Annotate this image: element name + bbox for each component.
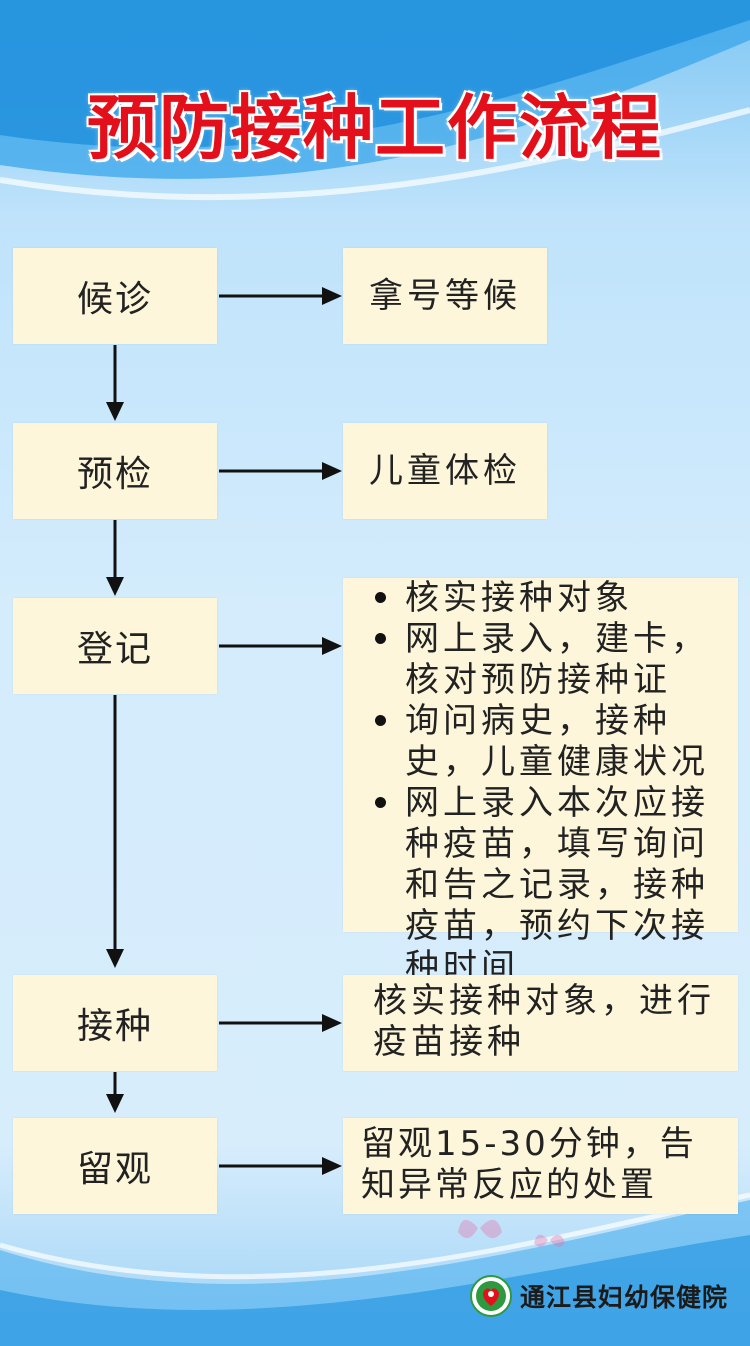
registration-checklist: 核实接种对象 网上录入，建卡，核对预防接种证 询问病史，接种史，儿童健康状况 网… (365, 578, 720, 988)
result-text: 核实接种对象，进行疫苗接种 (373, 981, 715, 1062)
org-name: 通江县妇幼保健院 (520, 1283, 729, 1312)
result-box-precheck: 儿童体检 (343, 423, 547, 519)
step-box-observation: 留观 (13, 1118, 217, 1214)
bullet-icon (375, 715, 386, 726)
page-title: 预防接种工作流程 (87, 87, 663, 169)
bullet-icon (375, 592, 386, 603)
checklist-item: 询问病史，接种史，儿童健康状况 (365, 701, 720, 783)
result-box-observation: 留观15-30分钟，告知异常反应的处置 (343, 1118, 738, 1214)
result-box-registration: 核实接种对象 网上录入，建卡，核对预防接种证 询问病史，接种史，儿童健康状况 网… (343, 578, 738, 987)
result-box-vaccination: 核实接种对象，进行疫苗接种 (343, 975, 738, 1071)
checklist-item: 网上录入，建卡，核对预防接种证 (365, 619, 720, 701)
result-text: 儿童体检 (369, 450, 521, 491)
checklist-item: 核实接种对象 (365, 578, 720, 619)
bullet-icon (375, 797, 386, 808)
step-label: 候诊 (76, 279, 153, 320)
step-box-precheck: 预检 (13, 423, 217, 519)
step-box-waiting: 候诊 (13, 248, 217, 344)
maternal-child-health-logo-icon (470, 1275, 512, 1317)
result-text: 留观15-30分钟，告知异常反应的处置 (361, 1124, 697, 1205)
step-box-registration: 登记 (13, 598, 217, 694)
step-label: 留观 (76, 1149, 153, 1190)
checklist-item: 网上录入本次应接种疫苗，填写询问和告之记录，接种疫苗，预约下次接种时间 (365, 783, 720, 988)
footer-org: 通江县妇幼保健院 (470, 1275, 729, 1317)
step-label: 登记 (76, 629, 153, 670)
step-label: 接种 (76, 1006, 153, 1047)
step-box-vaccination: 接种 (13, 975, 217, 1071)
result-text: 拿号等候 (369, 275, 521, 316)
result-box-waiting: 拿号等候 (343, 248, 547, 344)
step-label: 预检 (76, 454, 153, 495)
bullet-icon (375, 633, 386, 644)
